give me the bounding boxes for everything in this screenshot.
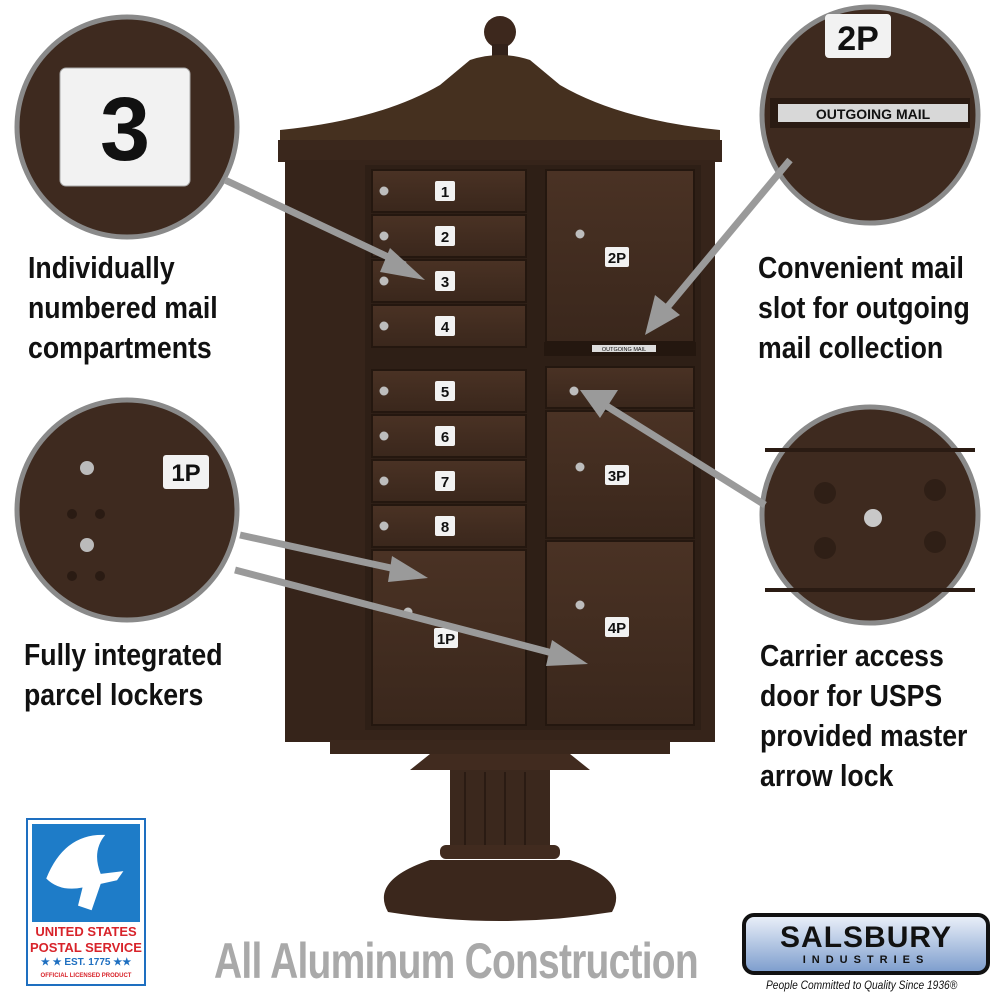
lock-icon bbox=[569, 386, 579, 396]
slot-label: OUTGOING MAIL bbox=[602, 347, 646, 353]
salsbury-logo: SALSBURY INDUSTRIES bbox=[742, 913, 990, 975]
caption-line: provided master bbox=[760, 718, 968, 753]
caption-line: mail collection bbox=[758, 330, 944, 365]
compartment-number: 1P bbox=[437, 631, 455, 648]
compartment-number: 4 bbox=[441, 319, 450, 336]
compartment-number: 3P bbox=[608, 468, 626, 485]
pedestal bbox=[330, 740, 670, 921]
compartment-1: 1 bbox=[371, 169, 527, 213]
caption-parcel: Fully integrated parcel lockers bbox=[24, 635, 222, 715]
compartment-number: 7 bbox=[441, 474, 449, 491]
lock-icon bbox=[379, 386, 389, 396]
compartment-number: 5 bbox=[441, 384, 449, 401]
lock-icon bbox=[379, 276, 389, 286]
lock-icon bbox=[379, 431, 389, 441]
footer-headline: All Aluminum Construction bbox=[214, 933, 699, 989]
caption-line: Carrier access bbox=[760, 638, 944, 673]
lock-icon bbox=[379, 476, 389, 486]
badge-2p: 2P bbox=[837, 20, 879, 58]
outgoing-mail-slot: OUTGOING MAIL bbox=[544, 342, 696, 356]
caption-line: Fully integrated bbox=[24, 637, 223, 672]
caption-numbered: Individually numbered mail compartments bbox=[28, 248, 218, 368]
compartment-6: 6 bbox=[371, 414, 527, 458]
compartment-number: 1 bbox=[441, 184, 449, 201]
lock-icon bbox=[379, 321, 389, 331]
lock-icon bbox=[379, 186, 389, 196]
usps-est: ★ ★ EST. 1775 ★★ bbox=[40, 957, 132, 968]
lock-icon bbox=[575, 229, 585, 239]
outgoing-mail-label: OUTGOING MAIL bbox=[816, 106, 931, 122]
lock-icon bbox=[379, 231, 389, 241]
caption-line: Individually bbox=[28, 250, 175, 285]
compartment-number: 2 bbox=[441, 229, 449, 246]
compartment-number: 3 bbox=[441, 274, 449, 291]
callout-circle-outgoing: 2P OUTGOING MAIL bbox=[759, 4, 981, 226]
arrow-lock-icon bbox=[864, 509, 882, 527]
usps-line1: UNITED STATES bbox=[35, 924, 137, 939]
compartment-2: 2 bbox=[371, 214, 527, 258]
callout-arrows bbox=[223, 157, 793, 666]
callout-circle-carrier bbox=[759, 404, 981, 626]
compartment-8: 8 bbox=[371, 504, 527, 548]
caption-outgoing: Convenient mail slot for outgoing mail c… bbox=[758, 248, 970, 368]
lock-icon bbox=[575, 600, 585, 610]
compartment-7: 7 bbox=[371, 459, 527, 503]
compartment-number: 6 bbox=[441, 429, 449, 446]
carrier-access-door bbox=[545, 366, 695, 409]
caption-line: door for USPS bbox=[760, 678, 943, 713]
compartment-number: 2P bbox=[608, 250, 626, 267]
caption-line: parcel lockers bbox=[24, 677, 204, 712]
caption-line: Convenient mail bbox=[758, 250, 964, 285]
compartment-4: 4 bbox=[371, 304, 527, 348]
caption-carrier: Carrier access door for USPS provided ma… bbox=[760, 636, 967, 796]
lock-icon bbox=[575, 462, 585, 472]
caption-line: arrow lock bbox=[760, 758, 894, 793]
compartment-number: 4P bbox=[608, 620, 626, 637]
badge-1p: 1P bbox=[171, 460, 200, 487]
callout-circle-numbered: 3 bbox=[14, 14, 240, 240]
usps-licensed: OFFICIAL LICENSED PRODUCT bbox=[40, 973, 132, 979]
sample-number-3: 3 bbox=[100, 80, 150, 180]
lock-icon bbox=[379, 521, 389, 531]
caption-line: compartments bbox=[28, 330, 212, 365]
brand-tagline: People Committed to Quality Since 1936® bbox=[766, 978, 958, 992]
caption-line: slot for outgoing bbox=[758, 290, 970, 325]
parcel-locker-4p: 4P bbox=[545, 540, 695, 726]
brand-sub: INDUSTRIES bbox=[802, 954, 930, 966]
compartment-5: 5 bbox=[371, 369, 527, 413]
caption-line: numbered mail bbox=[28, 290, 218, 325]
compartment-number: 8 bbox=[441, 519, 449, 536]
usps-logo: UNITED STATES POSTAL SERVICE ★ ★ EST. 17… bbox=[26, 818, 146, 986]
brand-name: SALSBURY bbox=[780, 921, 952, 954]
eagle-icon bbox=[32, 824, 140, 922]
usps-line2: POSTAL SERVICE bbox=[30, 940, 142, 955]
parcel-locker-3p: 3P bbox=[545, 410, 695, 539]
callout-circle-parcel: 1P bbox=[14, 397, 240, 623]
roof bbox=[278, 16, 722, 162]
